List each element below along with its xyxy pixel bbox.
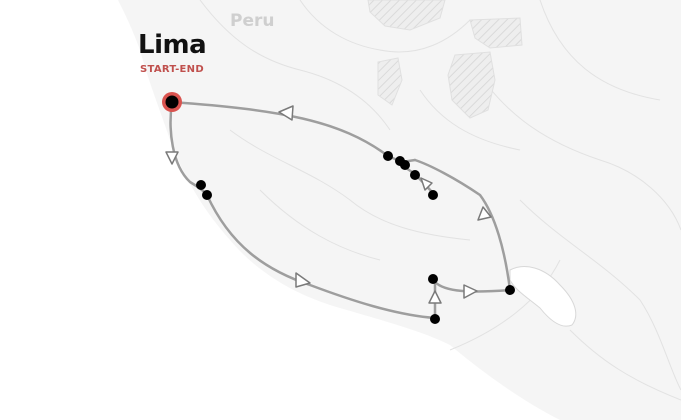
stop-marker[interactable] bbox=[383, 151, 393, 161]
stop-marker[interactable] bbox=[395, 156, 405, 166]
arrow-icon bbox=[428, 290, 442, 304]
direction-arrows bbox=[165, 105, 492, 304]
stop-marker[interactable] bbox=[428, 274, 438, 284]
arrow-icon bbox=[420, 177, 433, 191]
stop-marker[interactable] bbox=[428, 190, 438, 200]
terrain-lines bbox=[199, 0, 681, 401]
lake bbox=[509, 266, 577, 327]
stop-marker[interactable] bbox=[196, 180, 206, 190]
country-label: Peru bbox=[230, 11, 275, 31]
stop-marker[interactable] bbox=[202, 190, 212, 200]
arrow-icon bbox=[477, 206, 492, 221]
arrow-icon bbox=[463, 284, 478, 299]
arrow-icon bbox=[278, 105, 294, 121]
arrow-icon bbox=[165, 151, 179, 165]
land-area bbox=[118, 0, 681, 420]
stop-marker[interactable] bbox=[410, 170, 420, 180]
start-city-label: Lima bbox=[138, 30, 207, 60]
stops bbox=[196, 151, 515, 324]
start-end-marker[interactable] bbox=[162, 92, 182, 112]
stop-marker[interactable] bbox=[430, 314, 440, 324]
start-end-tag: START-END bbox=[140, 64, 204, 75]
arrow-icon bbox=[295, 272, 311, 288]
stop-marker[interactable] bbox=[505, 285, 515, 295]
protected-areas bbox=[367, 0, 523, 119]
